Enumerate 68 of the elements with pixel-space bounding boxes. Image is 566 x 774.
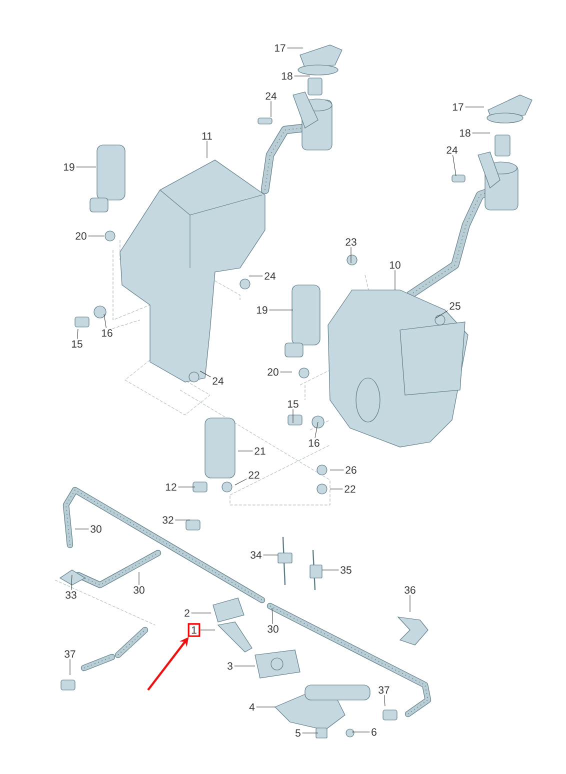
leader-line xyxy=(263,554,278,556)
leader-line xyxy=(74,528,89,530)
callout-number: 21 xyxy=(254,447,266,455)
leader-line xyxy=(270,100,272,118)
callout-number: 24 xyxy=(266,92,277,100)
callout-number: 25 xyxy=(450,302,460,310)
callout-number: 24 xyxy=(446,146,458,154)
leader-line xyxy=(302,732,318,734)
leader-line xyxy=(384,694,386,706)
callout-number: 36 xyxy=(404,586,416,594)
leader-line xyxy=(330,488,343,490)
callout-number: 16 xyxy=(308,439,320,447)
leader-line xyxy=(77,328,78,340)
leader-line xyxy=(292,408,294,424)
callout-number: 37 xyxy=(64,650,76,658)
callout-number: 33 xyxy=(66,591,76,599)
callout-number: 32 xyxy=(162,516,174,524)
callout-number: 24 xyxy=(212,377,224,385)
leader-line xyxy=(314,422,318,438)
leader-line xyxy=(256,706,276,708)
callout-number: 15 xyxy=(288,400,298,408)
callout-number: 19 xyxy=(64,163,74,171)
leader-line xyxy=(452,154,456,176)
callout-number: 11 xyxy=(202,132,212,140)
callout-number: 24 xyxy=(264,272,276,280)
callout-number: 20 xyxy=(268,368,278,376)
leader-line xyxy=(350,246,352,264)
callout-number: 30 xyxy=(268,625,278,633)
callout-number: 16 xyxy=(102,329,112,337)
callout-number: 4 xyxy=(249,703,255,711)
callout-number: 17 xyxy=(452,103,464,111)
leader-line xyxy=(394,270,396,290)
leader-line xyxy=(178,486,196,488)
callout-number: 34 xyxy=(250,551,262,559)
leader-line xyxy=(238,450,254,452)
leader-line xyxy=(200,370,211,378)
callout-number: 5 xyxy=(296,729,300,737)
leader-line xyxy=(465,106,484,108)
leader-line xyxy=(191,612,212,614)
leader-line xyxy=(76,166,96,168)
callout-number: 6 xyxy=(372,728,376,736)
leader-line xyxy=(472,132,490,134)
callout-number: 17 xyxy=(274,44,286,52)
boxed-callout-number: 1 xyxy=(188,623,200,637)
callout-number: 3 xyxy=(227,662,232,670)
callout-number: 23 xyxy=(346,238,356,246)
callout-number: 30 xyxy=(134,586,144,594)
leader-line xyxy=(436,310,448,318)
callout-number: 22 xyxy=(248,471,260,479)
callout-number: 35 xyxy=(340,566,352,574)
callout-number: 30 xyxy=(90,525,102,533)
callout-number: 2 xyxy=(184,609,190,617)
leader-line xyxy=(206,140,208,158)
callout-number: 22 xyxy=(344,485,356,493)
callout-number: 26 xyxy=(346,466,356,474)
callout-number: 10 xyxy=(390,261,400,269)
leader-line xyxy=(71,574,72,590)
callout-number: 20 xyxy=(76,232,86,240)
leader-line xyxy=(234,478,247,486)
leader-line xyxy=(272,608,273,624)
callout-number: 18 xyxy=(282,72,292,80)
callout-number: 37 xyxy=(378,686,390,694)
callout-number: 15 xyxy=(72,340,82,348)
callout-number: 18 xyxy=(460,129,470,137)
leader-line xyxy=(104,314,106,328)
callout-number: 19 xyxy=(256,306,268,314)
callout-number: 12 xyxy=(166,483,176,491)
leader-line xyxy=(138,572,140,586)
